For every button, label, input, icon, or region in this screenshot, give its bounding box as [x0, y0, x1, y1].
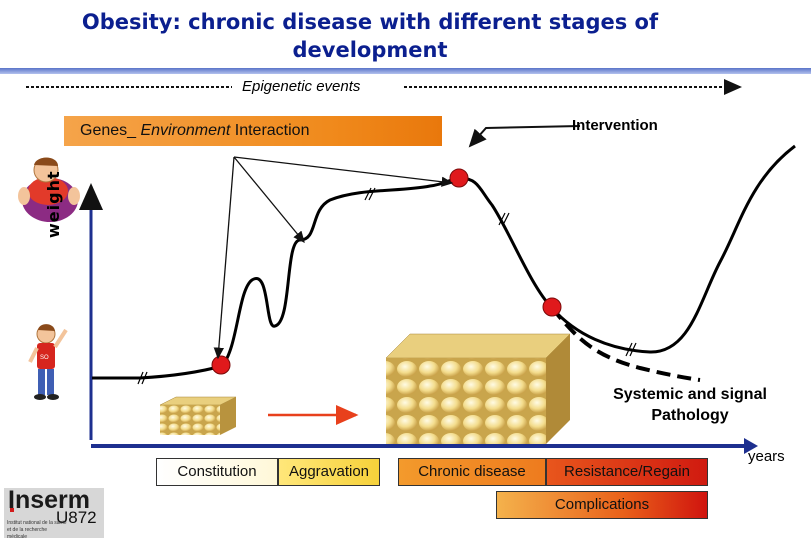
inserm-unit: U872: [56, 508, 97, 527]
interaction-arrows: [213, 156, 454, 360]
intervention-label: Intervention: [572, 117, 658, 134]
systemic-pathology-label: Systemic and signal Pathology: [613, 386, 767, 424]
x-axis-arrowhead: [744, 438, 758, 454]
marker-intervention: [542, 297, 562, 317]
small-fat-tissue-icon: [159, 396, 237, 435]
genes-label-part3: Interaction: [230, 122, 310, 139]
obese-person-icon: [18, 157, 80, 222]
genes-label-part2: Environment: [140, 122, 231, 139]
marker-constitution: [211, 355, 231, 375]
svg-text:SO: SO: [40, 355, 49, 361]
title-divider: [0, 68, 811, 74]
weight-curve: [92, 144, 796, 380]
weight-curve-dashed: [550, 306, 701, 382]
marker-peak: [449, 168, 469, 188]
thin-person-icon: SO: [28, 324, 68, 400]
stage-aggravation: Aggravation: [278, 458, 380, 486]
stage-constitution: Constitution: [156, 458, 278, 486]
large-fat-tissue-icon: [385, 333, 571, 444]
x-axis-label: years: [748, 448, 785, 465]
break-marks: [137, 187, 637, 385]
intervention-arrow: [468, 125, 581, 148]
genes-environment-box: [64, 116, 442, 146]
inserm-logo-dot: [10, 508, 14, 512]
inserm-logo-word: Inserm: [8, 486, 90, 514]
inserm-subtitle: Institut national de la santé et de la r…: [7, 520, 67, 540]
stage-complications: Complications: [496, 491, 708, 519]
page-title: Obesity: chronic disease with different …: [81, 10, 659, 62]
stage-resistance-regain: Resistance/Regain: [546, 458, 708, 486]
epigenetic-events-label: Epigenetic events: [236, 78, 367, 95]
genes-environment-label: Genes_ Environment Interaction: [80, 122, 309, 140]
inserm-logo: [4, 488, 104, 538]
y-axis-label: weight: [44, 170, 63, 238]
genes-label-part1: Genes_: [80, 122, 141, 139]
stage-chronic-disease: Chronic disease: [398, 458, 546, 486]
